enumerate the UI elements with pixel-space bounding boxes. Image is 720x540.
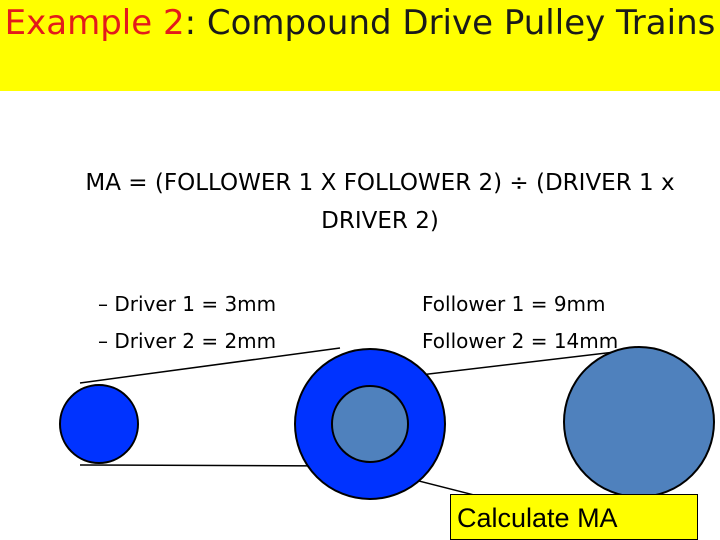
driver-2-size: – Driver 2 = 2mm [98,329,277,353]
driver-1-size: – Driver 1 = 3mm [98,292,277,316]
belt-1-upper [79,347,341,384]
follower-2-pulley [563,346,715,498]
driver-1-pulley [59,384,139,464]
follower-list: Follower 1 = 9mm Follower 2 = 14mm [422,286,618,360]
title-highlight: Example 2 [4,3,185,43]
calculate-ma-text: Calculate MA [457,503,618,533]
title-banner [0,0,720,91]
page-title: Example 2: Compound Drive Pulley Trains [0,2,720,45]
belt-1-lower [79,464,341,467]
title-rest: : Compound Drive Pulley Trains [184,3,716,43]
driver-2-pulley [331,385,409,463]
driver-list: – Driver 1 = 3mm – Driver 2 = 2mm [98,286,276,360]
follower-2-size: Follower 2 = 14mm [422,329,619,353]
calculate-ma-callout: Calculate MA [450,494,698,540]
ma-formula: MA = (FOLLOWER 1 X FOLLOWER 2) ÷ (DRIVER… [85,170,675,234]
follower-1-size: Follower 1 = 9mm [422,292,606,316]
